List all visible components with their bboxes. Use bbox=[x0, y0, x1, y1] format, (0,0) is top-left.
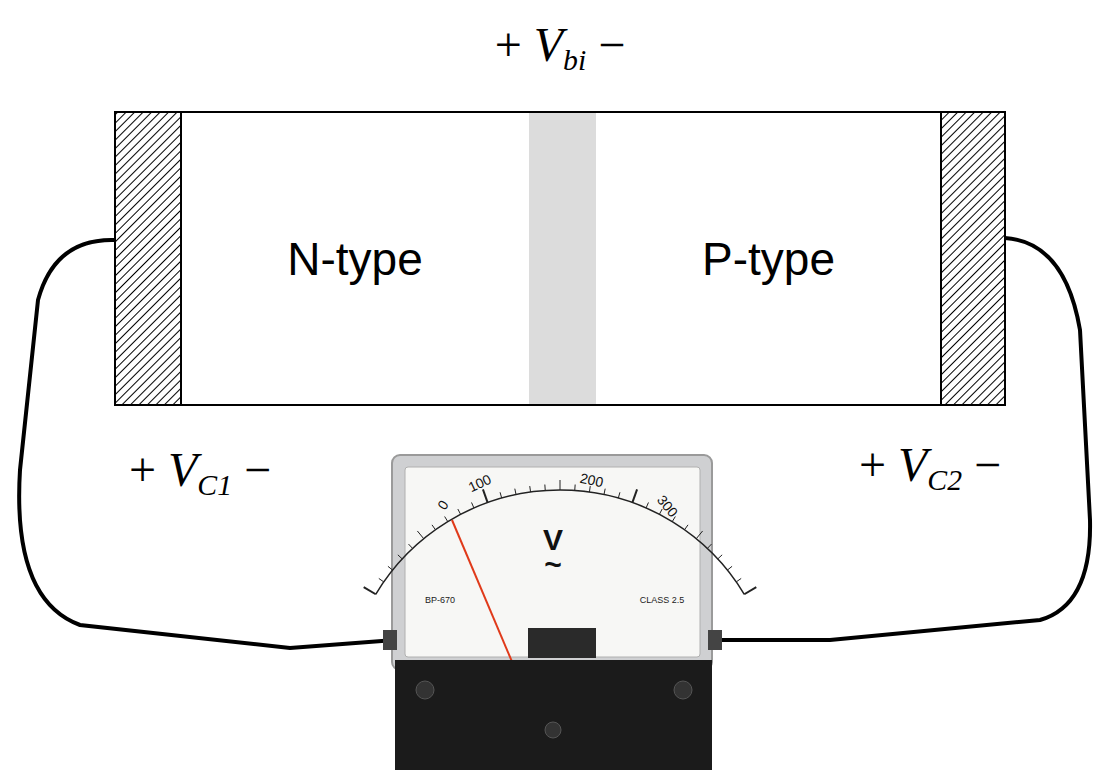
tick bbox=[632, 489, 637, 502]
meter-frame bbox=[392, 455, 712, 670]
depletion-region bbox=[529, 113, 596, 404]
tick bbox=[388, 566, 393, 570]
screw bbox=[674, 681, 692, 699]
tick bbox=[685, 525, 688, 530]
tick bbox=[744, 587, 756, 594]
tick bbox=[646, 502, 648, 507]
tick bbox=[472, 502, 474, 507]
tick bbox=[727, 566, 732, 570]
voltage-label: + VC1 − bbox=[129, 446, 271, 494]
tick bbox=[483, 489, 488, 502]
semiconductor-region: N-type bbox=[181, 113, 529, 404]
semiconductor-bar bbox=[115, 112, 1005, 405]
screw bbox=[545, 722, 561, 738]
tick bbox=[560, 480, 561, 490]
class-text: CLASS 2.5 bbox=[640, 596, 685, 605]
terminal bbox=[383, 630, 397, 650]
tick bbox=[364, 587, 376, 594]
tick bbox=[417, 531, 423, 539]
tick bbox=[574, 485, 575, 491]
terminal bbox=[708, 630, 722, 650]
tick bbox=[707, 544, 711, 548]
tick bbox=[458, 509, 461, 514]
tick bbox=[736, 578, 741, 581]
dial-number: 200 bbox=[579, 471, 605, 490]
tick bbox=[398, 555, 402, 559]
tick bbox=[432, 525, 435, 530]
metal-contact bbox=[115, 112, 181, 405]
ac-symbol: ~ bbox=[544, 550, 562, 580]
tick bbox=[529, 486, 531, 492]
model-text: BP-670 bbox=[425, 596, 455, 605]
tick bbox=[618, 492, 620, 498]
metal-contact bbox=[941, 112, 1005, 405]
meter-scale bbox=[376, 490, 745, 594]
voltage-label: + Vbi − bbox=[495, 21, 626, 69]
tick bbox=[718, 555, 722, 559]
screw bbox=[416, 681, 434, 699]
tick bbox=[672, 516, 675, 521]
tick bbox=[604, 489, 605, 495]
meter-slot bbox=[528, 628, 596, 658]
semiconductor-region: P-type bbox=[596, 113, 941, 404]
meter-base bbox=[395, 660, 712, 770]
tick bbox=[445, 516, 448, 521]
meter-face bbox=[405, 467, 700, 657]
meter-ticks bbox=[364, 480, 757, 594]
tick bbox=[409, 544, 413, 548]
tick bbox=[515, 489, 516, 495]
tick bbox=[500, 492, 502, 498]
tick bbox=[544, 485, 545, 491]
region-label: P-type bbox=[702, 232, 835, 286]
tick bbox=[379, 578, 384, 581]
tick bbox=[696, 531, 702, 539]
region-label: N-type bbox=[287, 232, 422, 286]
voltage-label: + VC2 − bbox=[859, 441, 1001, 489]
